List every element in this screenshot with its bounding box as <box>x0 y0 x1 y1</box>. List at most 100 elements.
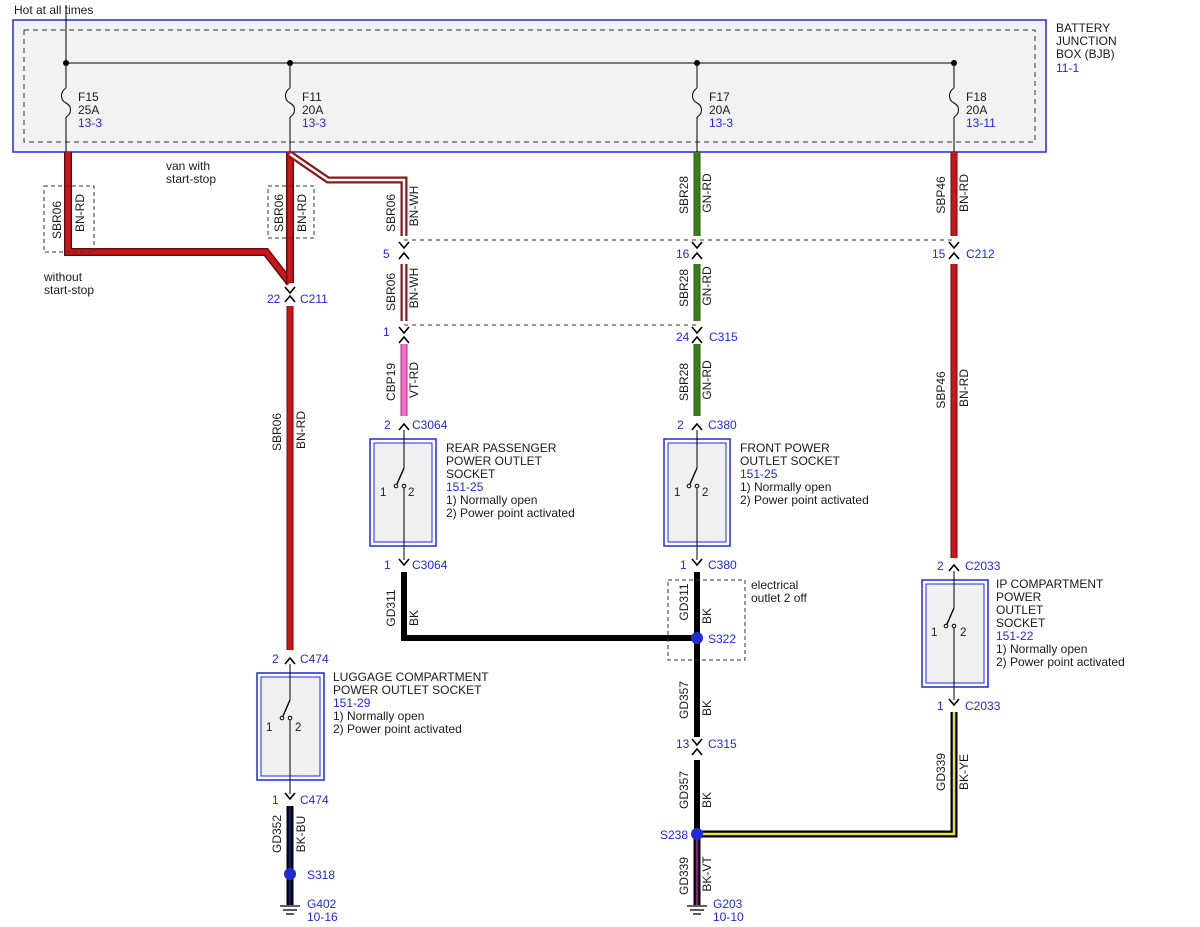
rear-pin-1: 1 <box>380 487 386 499</box>
ground-g402-ref: 10-16 <box>307 910 338 924</box>
wire-label-bk-vt: BK-VT <box>700 856 714 892</box>
connector-c315-name: C315 <box>709 330 738 344</box>
wire-label-bn-rd-lower: BN-RD <box>957 369 971 407</box>
bjb-title-line3: BOX (BJB) <box>1056 47 1115 61</box>
hot-at-all-times-label: Hot at all times <box>14 3 93 17</box>
luggage-title-1: LUGGAGE COMPARTMENT <box>333 670 489 684</box>
luggage-pin-2: 2 <box>295 722 301 734</box>
note-van-start-stop-1: van with <box>166 159 210 173</box>
fuse-f11: F11 20A 13-3 <box>285 63 326 152</box>
connector-c3064-top: 2 C3064 <box>384 418 448 432</box>
wire-label-bn-rd-upper: BN-RD <box>957 174 971 212</box>
wire-label-bn-rd-lower-f11: BN-RD <box>294 411 308 449</box>
fuse-f18-ref: 13-11 <box>966 116 996 130</box>
fuse-f18-amp: 20A <box>966 103 987 117</box>
connector-c3064-bottom-pin: 1 <box>384 558 391 572</box>
connector-c211: 22 C211 <box>267 286 328 306</box>
ip-note-2: 2) Power point activated <box>996 655 1125 669</box>
connector-c212-pin-16: 16 <box>676 247 690 261</box>
connector-c315-pin-1: 1 <box>383 325 390 339</box>
fuse-f18-name: F18 <box>966 90 987 104</box>
front-title-2: OUTLET SOCKET <box>740 454 840 468</box>
option-box-without-start-stop <box>43 185 95 253</box>
fuse-f11-amp: 20A <box>302 103 323 117</box>
wire-label-bk-bu: BK-BU <box>294 816 308 853</box>
luggage-note-1: 1) Normally open <box>333 709 424 723</box>
fuse-f18: F18 20A 13-11 <box>949 63 996 152</box>
wire-label-sbp46-upper: SBP46 <box>934 176 948 214</box>
ground-g203: G203 10-10 <box>687 897 744 924</box>
wire-label-cbp19: CBP19 <box>384 363 398 401</box>
rear-title-2: POWER OUTLET <box>446 454 543 468</box>
wire-label-bn-rd-f15: BN-RD <box>73 194 87 232</box>
wire-label-sbr28-lower: SBR28 <box>677 363 691 401</box>
front-pin-2: 2 <box>702 487 708 499</box>
ground-g203-name: G203 <box>713 897 743 911</box>
wire-label-sbr06-mid: SBR06 <box>384 273 398 311</box>
wire-gd339-bk-ye <box>697 712 958 838</box>
connector-c380-bottom-name: C380 <box>708 558 737 572</box>
wire-label-bn-wh-upper: BN-WH <box>407 186 421 227</box>
ip-title-4: SOCKET <box>996 616 1046 630</box>
connector-c3064-top-name: C3064 <box>412 418 448 432</box>
splice-s238: S238 <box>660 828 703 842</box>
connector-c212: 5 16 15 C212 <box>383 241 995 261</box>
connector-c2033-bottom: 1 C2033 <box>937 687 1001 713</box>
splice-s238-label: S238 <box>660 828 688 842</box>
connector-c2033-top-pin: 2 <box>937 559 944 573</box>
connector-c474-bottom-name: C474 <box>300 793 329 807</box>
note-without-1: without <box>43 270 83 284</box>
wire-labels: SBR06 BN-RD SBR06 BN-RD SBR06 BN-WH SBR0… <box>50 173 971 895</box>
luggage-note-2: 2) Power point activated <box>333 722 462 736</box>
connector-c315-lower: 13 C315 <box>676 737 737 756</box>
wire-label-sbp46-lower: SBP46 <box>934 371 948 409</box>
ip-title-3: OUTLET <box>996 603 1044 617</box>
front-note-2: 2) Power point activated <box>740 493 869 507</box>
connector-c3064-bottom-name: C3064 <box>412 558 448 572</box>
rear-passenger-power-outlet-socket: 1 2 <box>369 430 437 547</box>
wire-label-bn-wh-mid: BN-WH <box>407 268 421 309</box>
wire-label-sbr06-upper: SBR06 <box>384 194 398 232</box>
note-electrical-1: electrical <box>751 578 798 592</box>
rear-note-2: 2) Power point activated <box>446 506 575 520</box>
front-pin-1: 1 <box>674 487 680 499</box>
option-box-f11 <box>267 185 315 239</box>
connector-c315-pin-24: 24 <box>676 330 690 344</box>
rear-title-1: REAR PASSENGER <box>446 441 557 455</box>
wire-label-vt-rd: VT-RD <box>407 362 421 398</box>
splice-s322-label: S322 <box>708 632 736 646</box>
note-van-start-stop-2: start-stop <box>166 172 216 186</box>
front-ref: 151-25 <box>740 467 778 481</box>
connector-c211-pin: 22 <box>267 292 281 306</box>
connector-c315-lower-pin: 13 <box>676 737 690 751</box>
battery-junction-box <box>12 5 1047 153</box>
wire-label-bk-gd357-upper: BK <box>700 700 714 716</box>
front-power-outlet-socket: 1 2 <box>663 430 731 547</box>
note-electrical-2: outlet 2 off <box>751 591 807 605</box>
ip-pin-2: 2 <box>960 627 966 639</box>
connector-c2033-top: 2 C2033 <box>937 559 1001 573</box>
wire-label-gd311-front: GD311 <box>677 583 691 620</box>
wire-label-gn-rd-mid: GN-RD <box>700 266 714 306</box>
connector-c2033-bottom-pin: 1 <box>937 699 944 713</box>
ip-ref: 151-22 <box>996 629 1034 643</box>
wire-label-bn-rd-f11: BN-RD <box>295 194 309 232</box>
ip-pin-1: 1 <box>931 627 937 639</box>
connector-c380-top-pin: 2 <box>677 418 684 432</box>
fuse-f15-ref: 13-3 <box>78 116 102 130</box>
fuse-f17-name: F17 <box>709 90 730 104</box>
fuse-f15: F15 25A 13-3 <box>61 63 102 152</box>
splice-s318: S318 <box>284 868 335 882</box>
fuse-f17-amp: 20A <box>709 103 730 117</box>
wire-label-sbr28-mid: SBR28 <box>677 269 691 307</box>
connector-c2033-top-name: C2033 <box>965 559 1001 573</box>
wire-gd311-rear <box>401 572 697 641</box>
rear-pin-2: 2 <box>408 487 414 499</box>
fuse-f17: F17 20A 13-3 <box>692 63 733 152</box>
wire-label-gn-rd-lower: GN-RD <box>700 360 714 400</box>
connector-c3064-top-pin: 2 <box>384 418 391 432</box>
option-box-electrical-outlet-off <box>667 579 746 661</box>
connector-c474-bottom: 1 C474 <box>272 780 329 807</box>
wire-label-sbr28-upper: SBR28 <box>677 176 691 214</box>
connector-c2033-bottom-name: C2033 <box>965 699 1001 713</box>
